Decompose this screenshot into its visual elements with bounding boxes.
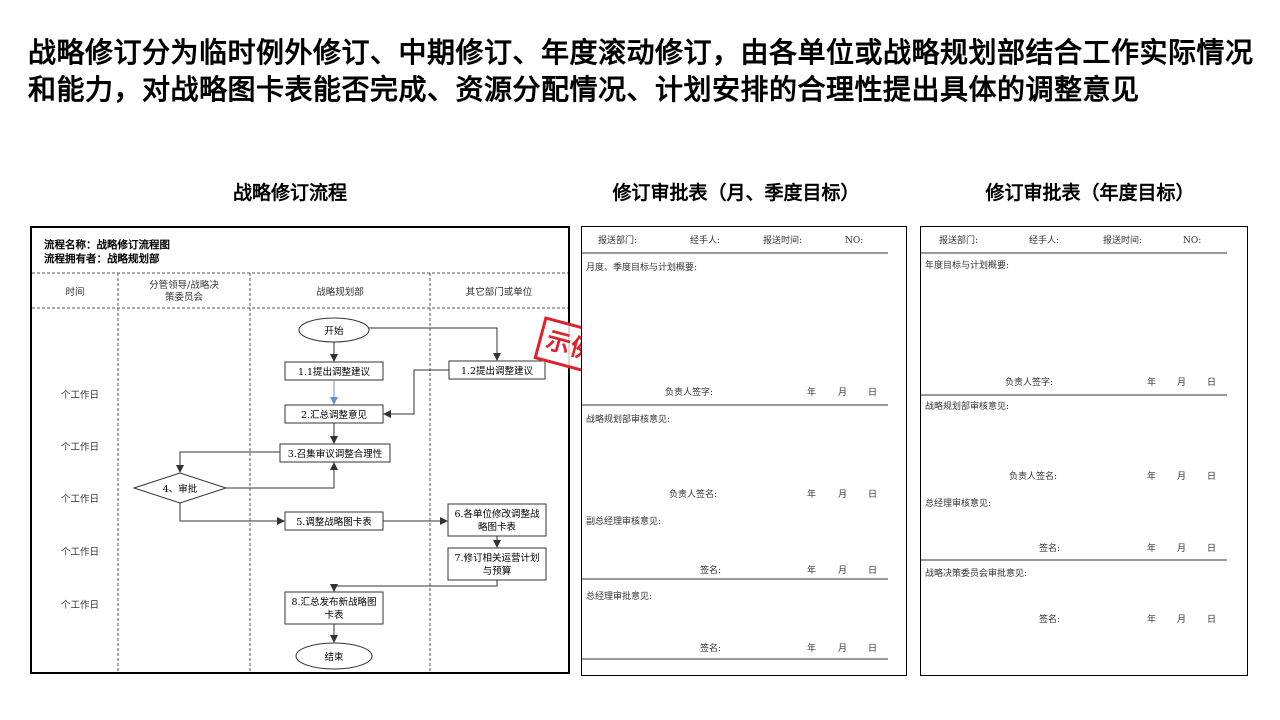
form-b-month: 月 xyxy=(1177,471,1186,482)
form-b-s2: 战略规划部审核意见: xyxy=(925,400,1009,412)
form-b-sign-resp: 负责人签字: xyxy=(1005,376,1053,388)
form-b-s1: 年度目标与计划概要: xyxy=(925,259,1009,271)
form-a-year: 年 xyxy=(807,488,816,500)
form-b-day: 日 xyxy=(1207,471,1216,482)
step-1-1-label: 1.1提出调整建议 xyxy=(298,366,371,378)
form-a-no: NO: xyxy=(845,236,863,246)
row-label: 个工作日 xyxy=(61,441,99,453)
step-2-label: 2.汇总调整意见 xyxy=(301,409,367,421)
form-a-day: 日 xyxy=(868,643,877,654)
form-b-section-title: 修订审批表（年度目标） xyxy=(985,182,1195,204)
form-b-sign: 签名: xyxy=(1039,542,1060,554)
row-label: 个工作日 xyxy=(61,389,99,401)
form-a-dept: 报送部门: xyxy=(598,234,637,246)
form-a-s1: 月度、季度目标与计划概要: xyxy=(586,261,697,273)
step-1-2-label: 1.2提出调整建议 xyxy=(461,365,534,377)
step-3-label: 3.召集审议调整合理性 xyxy=(288,448,383,460)
form-a-day: 日 xyxy=(868,565,877,576)
form-a-day: 日 xyxy=(868,387,877,398)
col-leader-2: 策委员会 xyxy=(165,291,204,303)
form-b-sign-resp2: 负责人签名: xyxy=(1009,470,1057,482)
step-8-label-1: 8.汇总发布新战略图 xyxy=(291,596,376,608)
end-node xyxy=(295,642,373,670)
form-b-day: 日 xyxy=(1207,377,1216,388)
form-b-year: 年 xyxy=(1147,542,1156,554)
form-a-year: 年 xyxy=(807,564,816,576)
form-b-day: 日 xyxy=(1207,614,1216,625)
approval-form-annual: 报送部门: 经手人: 报送时间: NO: 年度目标与计划概要: 负责人签字: 年… xyxy=(920,226,1248,676)
form-b-s3: 总经理审核意见: xyxy=(925,497,991,509)
form-b-dept: 报送部门: xyxy=(939,234,978,246)
form-b-s4: 战略决策委员会审批意见: xyxy=(925,567,1027,579)
form-b-no: NO: xyxy=(1183,236,1201,246)
flowchart-svg: 流程名称：战略修订流程图 流程拥有者：战略规划部 时间 分管领导/战略决 策委员… xyxy=(32,238,568,672)
approval-form-monthly: 报送部门: 经手人: 报送时间: NO: 月度、季度目标与计划概要: 负责人签字… xyxy=(581,226,907,676)
form-a-day: 日 xyxy=(868,489,877,500)
step-5-label: 5.调整战略图卡表 xyxy=(296,516,372,528)
form-a-year: 年 xyxy=(807,386,816,398)
form-b-svg: 报送部门: 经手人: 报送时间: NO: 年度目标与计划概要: 负责人签字: 年… xyxy=(921,234,1227,625)
col-leader-1: 分管领导/战略决 xyxy=(149,279,219,291)
form-a-s2: 战略规划部审核意见: xyxy=(586,413,670,425)
form-b-year: 年 xyxy=(1147,470,1156,482)
step-4-label: 4、审批 xyxy=(163,483,198,495)
form-a-s3: 副总经理审核意见: xyxy=(586,515,661,527)
form-a-svg: 报送部门: 经手人: 报送时间: NO: 月度、季度目标与计划概要: 负责人签字… xyxy=(582,234,888,660)
form-b-day: 日 xyxy=(1207,543,1216,554)
col-time: 时间 xyxy=(65,286,84,298)
flow-name: 流程名称：战略修订流程图 xyxy=(44,238,170,251)
form-a-month: 月 xyxy=(838,387,847,398)
form-a-month: 月 xyxy=(838,565,847,576)
form-b-year: 年 xyxy=(1147,613,1156,625)
form-b-handler: 经手人: xyxy=(1029,234,1059,246)
form-a-sign: 签名: xyxy=(700,642,721,654)
form-a-sign: 签名: xyxy=(700,564,721,576)
start-label: 开始 xyxy=(324,325,344,337)
step-7-label-1: 7.修订相关运营计划 xyxy=(454,552,539,564)
col-other: 其它部门或单位 xyxy=(466,286,533,298)
end-label: 结束 xyxy=(324,651,344,663)
form-a-year: 年 xyxy=(807,642,816,654)
step-7-label-2: 与预算 xyxy=(483,565,512,577)
form-b-sign: 签名: xyxy=(1039,613,1060,625)
form-a-time: 报送时间: xyxy=(763,234,802,246)
step-8-label-2: 卡表 xyxy=(324,609,344,621)
step-6-label-2: 略图卡表 xyxy=(478,521,517,533)
row-label: 个工作日 xyxy=(61,546,99,558)
step-8 xyxy=(284,591,384,625)
form-a-section-title: 修订审批表（月、季度目标） xyxy=(612,182,860,204)
col-dept: 战略规划部 xyxy=(316,286,364,298)
form-b-year: 年 xyxy=(1147,376,1156,388)
form-b-month: 月 xyxy=(1177,377,1186,388)
row-label: 个工作日 xyxy=(61,599,99,611)
form-a-sign-resp2: 负责人签名: xyxy=(669,488,717,500)
step-6-label-1: 6.各单位修改调整战 xyxy=(454,508,540,520)
form-a-s4: 总经理审批意见: xyxy=(586,590,652,602)
flow-owner: 流程拥有者：战略规划部 xyxy=(44,252,160,265)
form-a-month: 月 xyxy=(838,489,847,500)
form-b-month: 月 xyxy=(1177,543,1186,554)
page-title: 战略修订分为临时例外修订、中期修订、年度滚动修订，由各单位或战略规划部结合工作实… xyxy=(28,36,1254,106)
step-6 xyxy=(447,503,547,537)
flow-section-title: 战略修订流程 xyxy=(232,182,347,204)
row-label: 个工作日 xyxy=(61,493,99,505)
form-b-month: 月 xyxy=(1177,614,1186,625)
form-a-handler: 经手人: xyxy=(690,234,720,246)
flowchart-panel: 流程名称：战略修订流程图 流程拥有者：战略规划部 时间 分管领导/战略决 策委员… xyxy=(30,226,570,674)
form-a-sign-resp: 负责人签字: xyxy=(665,386,713,398)
form-a-month: 月 xyxy=(838,643,847,654)
form-b-time: 报送时间: xyxy=(1103,234,1142,246)
step-7 xyxy=(447,547,547,581)
